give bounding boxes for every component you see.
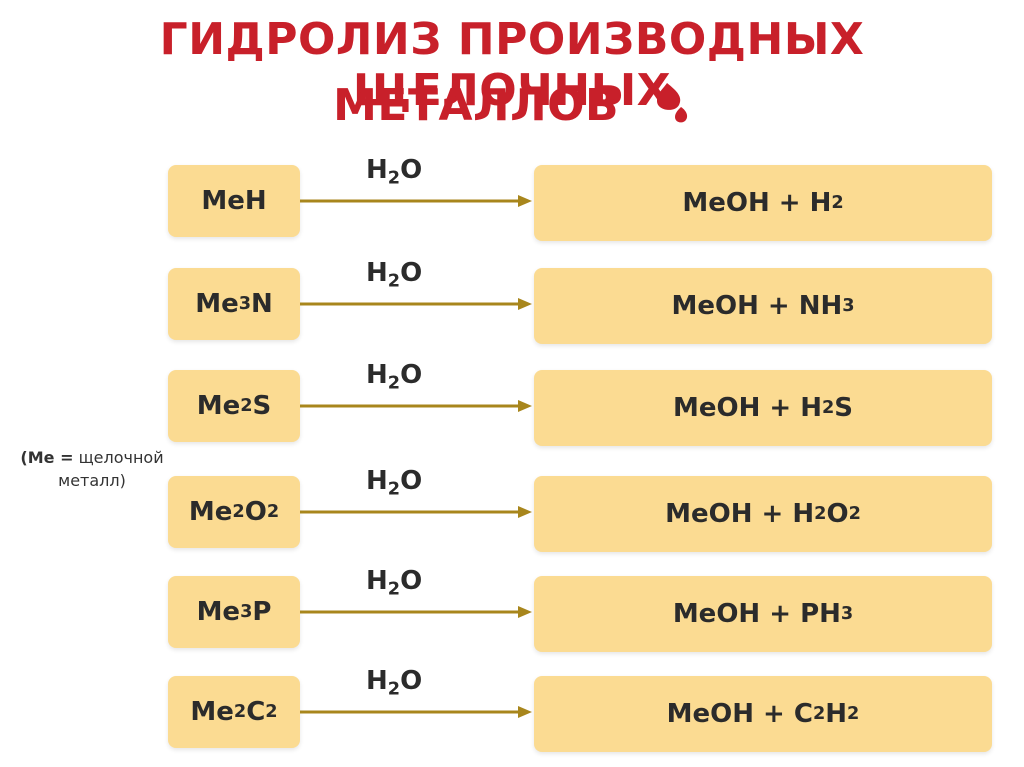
water-subscript: 2 bbox=[387, 271, 401, 292]
water-reagent-label: H2O bbox=[366, 466, 436, 499]
page-title-line-2-text: МЕТАЛЛОВ bbox=[333, 80, 620, 131]
formula-part: MeOH + NH bbox=[671, 291, 843, 321]
metal-note-text1: щелочной bbox=[78, 448, 164, 467]
formula-part: MeOH + H bbox=[665, 499, 815, 529]
formula-part: O bbox=[244, 497, 267, 527]
reactant-box: MeH bbox=[168, 165, 300, 237]
formula-subscript: 2 bbox=[232, 502, 245, 522]
page-title-line-2: МЕТАЛЛОВ bbox=[0, 80, 1024, 136]
formula-part: Me bbox=[196, 597, 241, 627]
formula-part: O bbox=[826, 499, 849, 529]
formula-part: MeOH + H bbox=[682, 188, 832, 218]
reaction-arrow bbox=[300, 506, 532, 518]
formula-subscript: 2 bbox=[812, 704, 826, 724]
reaction-arrow bbox=[300, 298, 532, 310]
water-reagent-label: H2O bbox=[366, 155, 436, 188]
metal-note: (Me = щелочной металл) bbox=[12, 446, 172, 492]
water-h: H bbox=[366, 566, 388, 596]
water-o: O bbox=[400, 155, 423, 185]
water-subscript: 2 bbox=[387, 479, 401, 500]
water-reagent-label: H2O bbox=[366, 258, 436, 291]
formula-part: Me bbox=[188, 497, 233, 527]
water-o: O bbox=[400, 566, 423, 596]
formula-subscript: 2 bbox=[814, 504, 827, 524]
formula-part: H bbox=[825, 699, 848, 729]
water-subscript: 2 bbox=[387, 679, 401, 700]
water-h: H bbox=[366, 360, 388, 390]
drops-icon bbox=[647, 81, 691, 136]
metal-note-text2: металл) bbox=[58, 471, 126, 490]
reaction-arrow bbox=[300, 195, 532, 207]
formula-part: MeOH + PH bbox=[672, 599, 841, 629]
formula-subscript: 3 bbox=[840, 604, 854, 624]
formula-subscript: 3 bbox=[842, 296, 855, 316]
water-subscript: 2 bbox=[387, 579, 401, 600]
formula-subscript: 2 bbox=[266, 502, 280, 522]
formula-subscript: 3 bbox=[240, 602, 253, 622]
formula-part: MeH bbox=[201, 186, 267, 216]
water-subscript: 2 bbox=[387, 373, 401, 394]
reaction-arrow bbox=[300, 706, 532, 718]
water-reagent-label: H2O bbox=[366, 360, 436, 393]
reaction-arrow bbox=[300, 400, 532, 412]
formula-subscript: 2 bbox=[233, 702, 247, 722]
formula-part: Me bbox=[190, 697, 234, 727]
formula-part: Me bbox=[195, 289, 239, 319]
formula-subscript: 2 bbox=[847, 704, 860, 724]
formula-subscript: 2 bbox=[848, 504, 861, 524]
water-o: O bbox=[400, 666, 423, 696]
formula-part: MeOH + H bbox=[672, 393, 822, 423]
formula-part: MeOH + C bbox=[666, 699, 813, 729]
formula-subscript: 2 bbox=[265, 702, 278, 722]
water-h: H bbox=[366, 155, 388, 185]
water-h: H bbox=[366, 666, 388, 696]
formula-part: P bbox=[252, 597, 272, 627]
metal-note-prefix: (Me = bbox=[20, 448, 74, 467]
formula-subscript: 2 bbox=[822, 398, 835, 418]
water-reagent-label: H2O bbox=[366, 566, 436, 599]
formula-part: Me bbox=[196, 391, 241, 421]
water-o: O bbox=[400, 360, 423, 390]
water-h: H bbox=[366, 466, 388, 496]
formula-part: S bbox=[834, 393, 854, 423]
water-o: O bbox=[400, 258, 423, 288]
formula-part: C bbox=[246, 697, 266, 727]
page-title-line-1: ГИДРОЛИЗ ПРОИЗВОДНЫХ ЩЕЛОЧНЫХ bbox=[159, 14, 865, 116]
water-subscript: 2 bbox=[387, 168, 401, 189]
water-reagent-label: H2O bbox=[366, 666, 436, 699]
water-h: H bbox=[366, 258, 388, 288]
formula-part: S bbox=[252, 391, 272, 421]
formula-subscript: 2 bbox=[240, 396, 253, 416]
reaction-arrow bbox=[300, 606, 532, 618]
formula-subscript: 2 bbox=[831, 193, 844, 213]
formula-part: N bbox=[251, 289, 273, 319]
water-o: O bbox=[400, 466, 423, 496]
formula-subscript: 3 bbox=[238, 294, 252, 314]
